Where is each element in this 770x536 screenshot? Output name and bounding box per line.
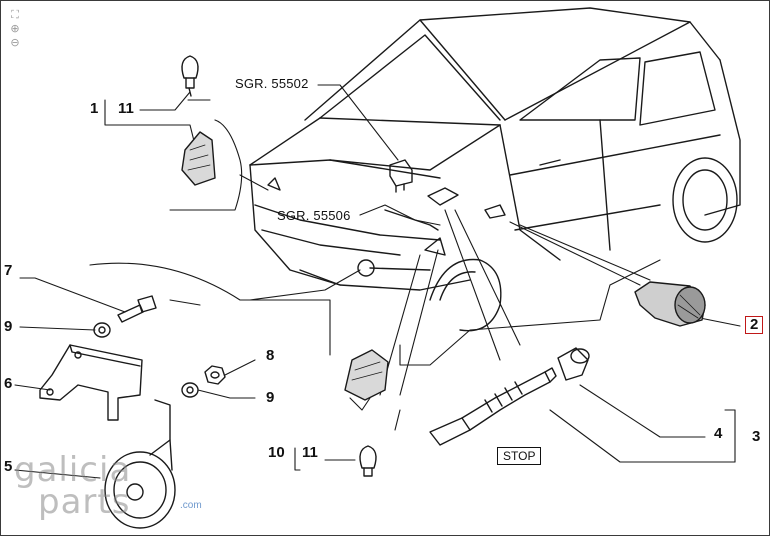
bulb-upper xyxy=(181,55,199,97)
washer-lower xyxy=(181,382,199,398)
stop-label: STOP xyxy=(497,447,542,465)
callout-5[interactable]: 5 xyxy=(4,458,13,475)
relay-component xyxy=(389,159,413,193)
callout-9-upper[interactable]: 9 xyxy=(4,318,13,335)
stop-light-switch xyxy=(429,367,557,446)
zoom-out-icon[interactable]: ⊖ xyxy=(10,36,20,49)
zoom-in-icon[interactable]: ⊕ xyxy=(10,22,20,35)
reference-sgr-55506: SGR. 55506 xyxy=(277,208,351,223)
callout-2-highlighted[interactable]: 2 xyxy=(745,316,764,334)
side-repeater-lamp xyxy=(634,281,706,327)
callout-6[interactable]: 6 xyxy=(4,375,13,392)
watermark-line2: parts xyxy=(38,482,131,522)
callout-1[interactable]: 1 xyxy=(90,100,99,117)
watermark-suffix: .com xyxy=(180,500,202,511)
callout-9-lower[interactable]: 9 xyxy=(266,389,275,406)
callout-11-lower[interactable]: 11 xyxy=(302,444,318,461)
reference-sgr-55502: SGR. 55502 xyxy=(235,76,309,91)
bolt xyxy=(117,295,157,323)
callout-3[interactable]: 3 xyxy=(752,428,761,445)
leader-lines xyxy=(14,84,741,479)
watermark-logo: galicia parts .com xyxy=(14,450,214,530)
switch-cap xyxy=(557,347,590,381)
horn xyxy=(104,439,176,529)
callout-8[interactable]: 8 xyxy=(266,347,275,364)
fit-to-window-icon[interactable]: ⛶ xyxy=(11,8,19,21)
nut xyxy=(204,365,226,385)
horn-bracket xyxy=(39,344,171,441)
section-curves xyxy=(89,119,661,431)
watermark-line1: galicia xyxy=(14,450,132,490)
washer-upper xyxy=(93,322,111,338)
vehicle-outline xyxy=(249,7,741,332)
callout-11-upper[interactable]: 11 xyxy=(118,100,134,117)
callout-7[interactable]: 7 xyxy=(4,262,13,279)
side-marker-lamp-upper xyxy=(181,131,216,186)
bulb-lower xyxy=(359,445,377,477)
wiring-connector xyxy=(384,187,459,231)
callout-4[interactable]: 4 xyxy=(714,425,723,442)
side-marker-lamp-lower xyxy=(344,349,389,401)
zoom-toolbar: ⛶ ⊕ ⊖ xyxy=(8,8,24,49)
callout-10[interactable]: 10 xyxy=(268,444,285,461)
